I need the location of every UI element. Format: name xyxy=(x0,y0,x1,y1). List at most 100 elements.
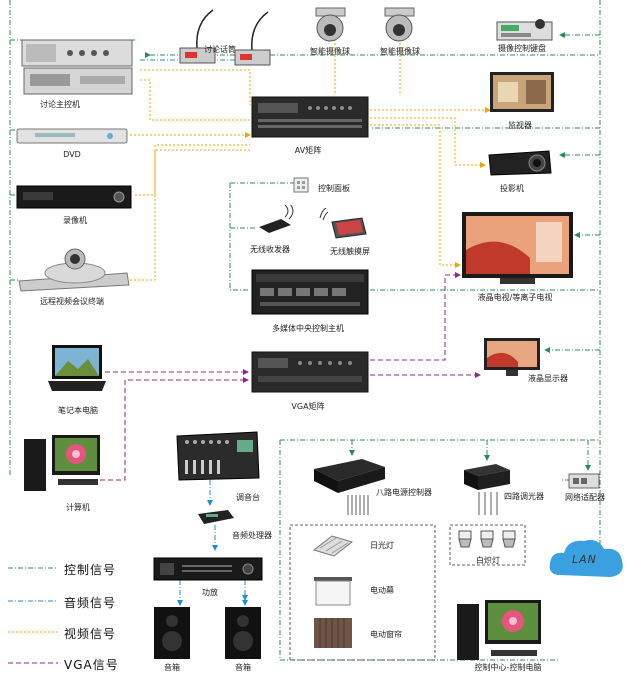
fluorescent-label: 日光灯 xyxy=(370,541,394,550)
av-matrix-label: AV矩阵 xyxy=(294,146,322,155)
network-adapter-icon xyxy=(568,473,600,489)
discussion-host-device xyxy=(20,38,135,96)
monitor-icon xyxy=(490,72,554,112)
dimmer-icon xyxy=(464,464,510,490)
projection-screen-icon xyxy=(314,577,352,606)
mixer-icon xyxy=(176,431,260,481)
spotlights-device xyxy=(455,527,520,555)
audio-processor-device xyxy=(196,508,236,532)
vga-matrix-device xyxy=(250,350,370,399)
wireless-transceiver-device xyxy=(255,202,300,241)
computer-device xyxy=(22,433,102,499)
projector-device xyxy=(485,145,555,184)
ptz-keyboard-label: 摄像控制键盘 xyxy=(498,44,546,53)
dome-camera-2 xyxy=(382,6,417,48)
recorder-label: 录像机 xyxy=(63,216,87,225)
dome-camera-icon xyxy=(315,7,346,42)
lcd-display-icon xyxy=(484,338,540,376)
curtain-label: 电动窗帘 xyxy=(370,630,402,639)
recorder-device xyxy=(15,182,133,216)
curtain-device xyxy=(312,616,354,654)
vga-matrix-label: VGA矩阵 xyxy=(291,402,325,411)
lan-cloud xyxy=(548,537,626,589)
computer-icon xyxy=(24,435,100,491)
microphone-2 xyxy=(230,10,275,74)
legend-label-vga: VGA信号 xyxy=(64,658,119,672)
computer-label: 计算机 xyxy=(66,503,90,512)
discussion-mic-label: 讨论话筒 xyxy=(204,45,236,54)
speaker-1-device xyxy=(152,605,192,664)
laptop-icon xyxy=(48,345,106,391)
screen-device xyxy=(312,575,354,611)
monitor-label: 监视器 xyxy=(508,121,532,130)
screen-label: 电动幕 xyxy=(370,586,394,595)
legend-label-control: 控制信号 xyxy=(64,563,117,577)
control-keyboard-icon xyxy=(496,19,553,41)
cloud-icon xyxy=(549,540,623,577)
amplifier-label: 功放 xyxy=(202,588,218,597)
discussion-host-label: 讨论主控机 xyxy=(40,100,80,109)
amplifier-device xyxy=(152,555,264,587)
lan-label: LAN xyxy=(572,553,597,566)
spotlight-icon xyxy=(458,530,516,548)
amplifier-icon xyxy=(153,557,263,581)
load-enclosure xyxy=(289,524,436,661)
recorder-icon xyxy=(16,185,132,209)
video-conference-label: 远程视频会议终端 xyxy=(40,297,104,306)
dvd-icon xyxy=(16,128,128,144)
power-controller-icon xyxy=(314,459,385,493)
control-panel-icon xyxy=(293,177,309,193)
lcd-tv-device xyxy=(460,210,575,292)
legend-label-video: 视频信号 xyxy=(64,627,117,641)
dvd-label: DVD xyxy=(63,150,81,159)
control-signal-lines xyxy=(9,0,601,661)
lcd-tv-label: 液晶电视/等离子电视 xyxy=(477,293,553,302)
central-control-label: 多媒体中央控制主机 xyxy=(272,324,344,333)
power-controller-device xyxy=(312,457,387,499)
spotlights-label: 白炽灯 xyxy=(476,556,500,565)
curtain-icon xyxy=(314,618,352,648)
speaker-2-device xyxy=(223,605,263,664)
speaker-icon xyxy=(154,607,190,659)
av-matrix-device xyxy=(250,95,370,144)
network-adapter-label: 网络适配器 xyxy=(565,493,605,502)
monitor-device xyxy=(488,70,556,122)
video-conference-device xyxy=(15,247,133,296)
legend-label-audio: 音频信号 xyxy=(64,596,117,610)
mixer-device xyxy=(175,430,260,486)
fluorescent-device xyxy=(310,532,355,564)
vga-signal-lines xyxy=(100,272,481,481)
power-controller-label: 八路电源控制器 xyxy=(376,488,432,497)
computer-icon xyxy=(457,600,541,660)
audio-processor-label: 音频处理器 xyxy=(232,531,272,540)
central-control-device xyxy=(250,268,370,322)
wireless-touchscreen-device xyxy=(318,207,368,244)
lcd-tv-icon xyxy=(462,212,573,284)
audio-processor-icon xyxy=(198,510,234,524)
laptop-label: 笔记本电脑 xyxy=(58,406,98,415)
dome-camera-1-label: 智能摄像球 xyxy=(310,47,350,56)
control-center-device xyxy=(455,598,545,668)
control-host-icon xyxy=(21,39,133,95)
control-host-icon xyxy=(251,269,369,315)
lcd-display-label: 液晶显示器 xyxy=(528,374,568,383)
dome-camera-2-label: 智能摄像球 xyxy=(380,47,420,56)
video-conference-icon xyxy=(18,248,130,292)
projector-icon xyxy=(488,150,552,176)
control-panel-device xyxy=(293,177,309,197)
dome-camera-icon xyxy=(384,7,415,42)
wireless-touchscreen-label: 无线触摸屏 xyxy=(330,247,370,256)
spotlight-enclosure xyxy=(449,524,526,566)
microphone-icon xyxy=(234,11,271,66)
speaker-icon xyxy=(225,607,261,659)
projector-label: 投影机 xyxy=(500,184,524,193)
laptop-device xyxy=(48,343,108,399)
dimmer-label: 四路调光器 xyxy=(504,492,544,501)
ptz-keyboard xyxy=(495,14,555,46)
speaker-1-label: 音箱 xyxy=(164,663,180,672)
touchscreen-icon xyxy=(319,207,367,239)
dome-camera-1 xyxy=(313,6,348,48)
fluorescent-light-icon xyxy=(312,535,354,557)
